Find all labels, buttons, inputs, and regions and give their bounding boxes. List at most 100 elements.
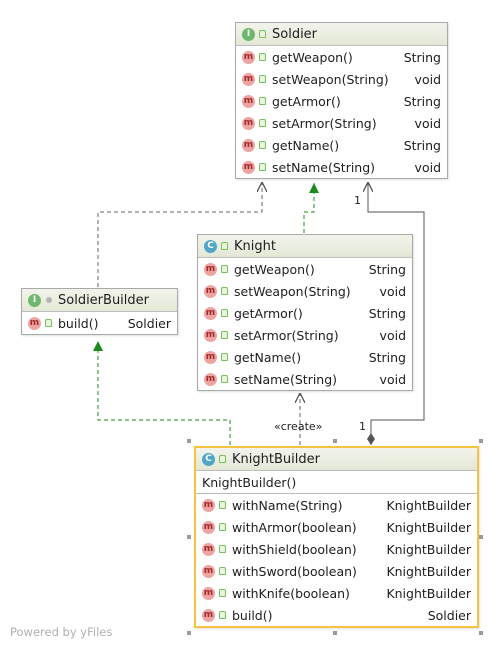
constructor-row[interactable]: KnightBuilder() — [196, 471, 477, 494]
member-name: getName() — [234, 349, 302, 365]
member-type: void — [379, 371, 406, 387]
method-icon: m — [204, 350, 217, 364]
resize-handle-se[interactable] — [479, 631, 483, 635]
public-visibility-icon — [221, 265, 228, 273]
node-title: Soldier — [272, 26, 318, 42]
public-visibility-icon — [221, 242, 228, 250]
member-name: withSword(boolean) — [232, 563, 357, 579]
method-icon: m — [204, 284, 217, 298]
public-visibility-icon — [219, 567, 226, 575]
public-visibility-icon — [221, 309, 228, 317]
edge-knightbuilder-association-soldier[interactable] — [368, 182, 425, 445]
node-title: KnightBuilder — [232, 451, 320, 467]
method-icon: m — [204, 262, 217, 276]
public-visibility-icon — [221, 287, 228, 295]
resize-handle-e[interactable] — [479, 535, 483, 539]
method-icon: m — [202, 542, 215, 556]
edge-soldierbuilder-soldier[interactable] — [97, 182, 262, 287]
member-name: getWeapon() — [234, 261, 315, 277]
public-visibility-icon — [259, 97, 266, 105]
member-row[interactable]: m setWeapon(String) void — [198, 280, 412, 302]
member-name: withArmor(boolean) — [232, 519, 357, 535]
member-list: m withName(String) KnightBuilder m withArmo… — [196, 494, 477, 626]
method-icon: m — [202, 520, 215, 534]
edge-knightbuilder-implements-soldierbuilder[interactable] — [93, 341, 231, 445]
class-icon: C — [202, 452, 215, 466]
member-name: setWeapon(String) — [234, 283, 351, 299]
multiplicity-label-builder: 1 — [359, 420, 366, 433]
member-name: getArmor() — [234, 305, 303, 321]
public-visibility-icon — [259, 119, 266, 127]
member-row[interactable]: m setArmor(String) void — [236, 112, 447, 134]
member-type: void — [414, 115, 441, 131]
class-icon: C — [204, 239, 217, 253]
member-name: withShield(boolean) — [232, 541, 357, 557]
method-icon: m — [242, 116, 255, 130]
resize-handle-nw[interactable] — [187, 439, 191, 443]
resize-handle-s[interactable] — [333, 631, 337, 635]
node-header: C KnightBuilder — [196, 448, 477, 471]
member-row[interactable]: m withName(String) KnightBuilder — [196, 494, 477, 516]
member-type: String — [403, 49, 441, 65]
member-name: getArmor() — [272, 93, 341, 109]
method-icon: m — [242, 72, 255, 86]
public-visibility-icon — [221, 375, 228, 383]
public-visibility-icon — [219, 523, 226, 531]
member-row[interactable]: m getName() String — [198, 346, 412, 368]
resize-handle-ne[interactable] — [479, 439, 483, 443]
member-type: KnightBuilder — [386, 563, 471, 579]
resize-handle-sw[interactable] — [187, 631, 191, 635]
method-icon: m — [202, 498, 215, 512]
method-icon: m — [204, 372, 217, 386]
resize-handle-w[interactable] — [187, 535, 191, 539]
member-name: withName(String) — [232, 497, 343, 513]
member-type: void — [379, 283, 406, 299]
member-name: getName() — [272, 137, 340, 153]
member-list: m getWeapon() String m setWeapon(String) voi… — [198, 258, 412, 390]
method-icon: m — [202, 586, 215, 600]
member-name: setArmor(String) — [272, 115, 377, 131]
public-visibility-icon — [259, 141, 266, 149]
method-icon: m — [202, 564, 215, 578]
interface-icon: I — [28, 293, 41, 307]
public-visibility-icon — [259, 163, 266, 171]
multiplicity-label-soldier: 1 — [354, 194, 361, 207]
public-visibility-icon — [219, 545, 226, 553]
interface-icon: I — [242, 27, 255, 41]
member-type: KnightBuilder — [386, 585, 471, 601]
member-type: Soldier — [427, 607, 471, 623]
member-row[interactable]: m withSword(boolean) KnightBuilder — [196, 560, 477, 582]
class-node-knightbuilder[interactable]: C KnightBuilder KnightBuilder() m withNam… — [194, 446, 479, 628]
node-header: I Soldier — [236, 23, 447, 46]
method-icon: m — [202, 608, 215, 622]
member-type: void — [414, 71, 441, 87]
method-icon: m — [28, 316, 41, 330]
public-visibility-icon — [259, 75, 266, 83]
public-visibility-icon — [219, 501, 226, 509]
edge-knight-implements-soldier[interactable] — [303, 183, 319, 233]
method-icon: m — [242, 50, 255, 64]
public-visibility-icon — [219, 611, 226, 619]
member-type: String — [368, 349, 406, 365]
method-icon: m — [204, 306, 217, 320]
member-type: KnightBuilder — [386, 497, 471, 513]
resize-handle-n[interactable] — [333, 439, 337, 443]
